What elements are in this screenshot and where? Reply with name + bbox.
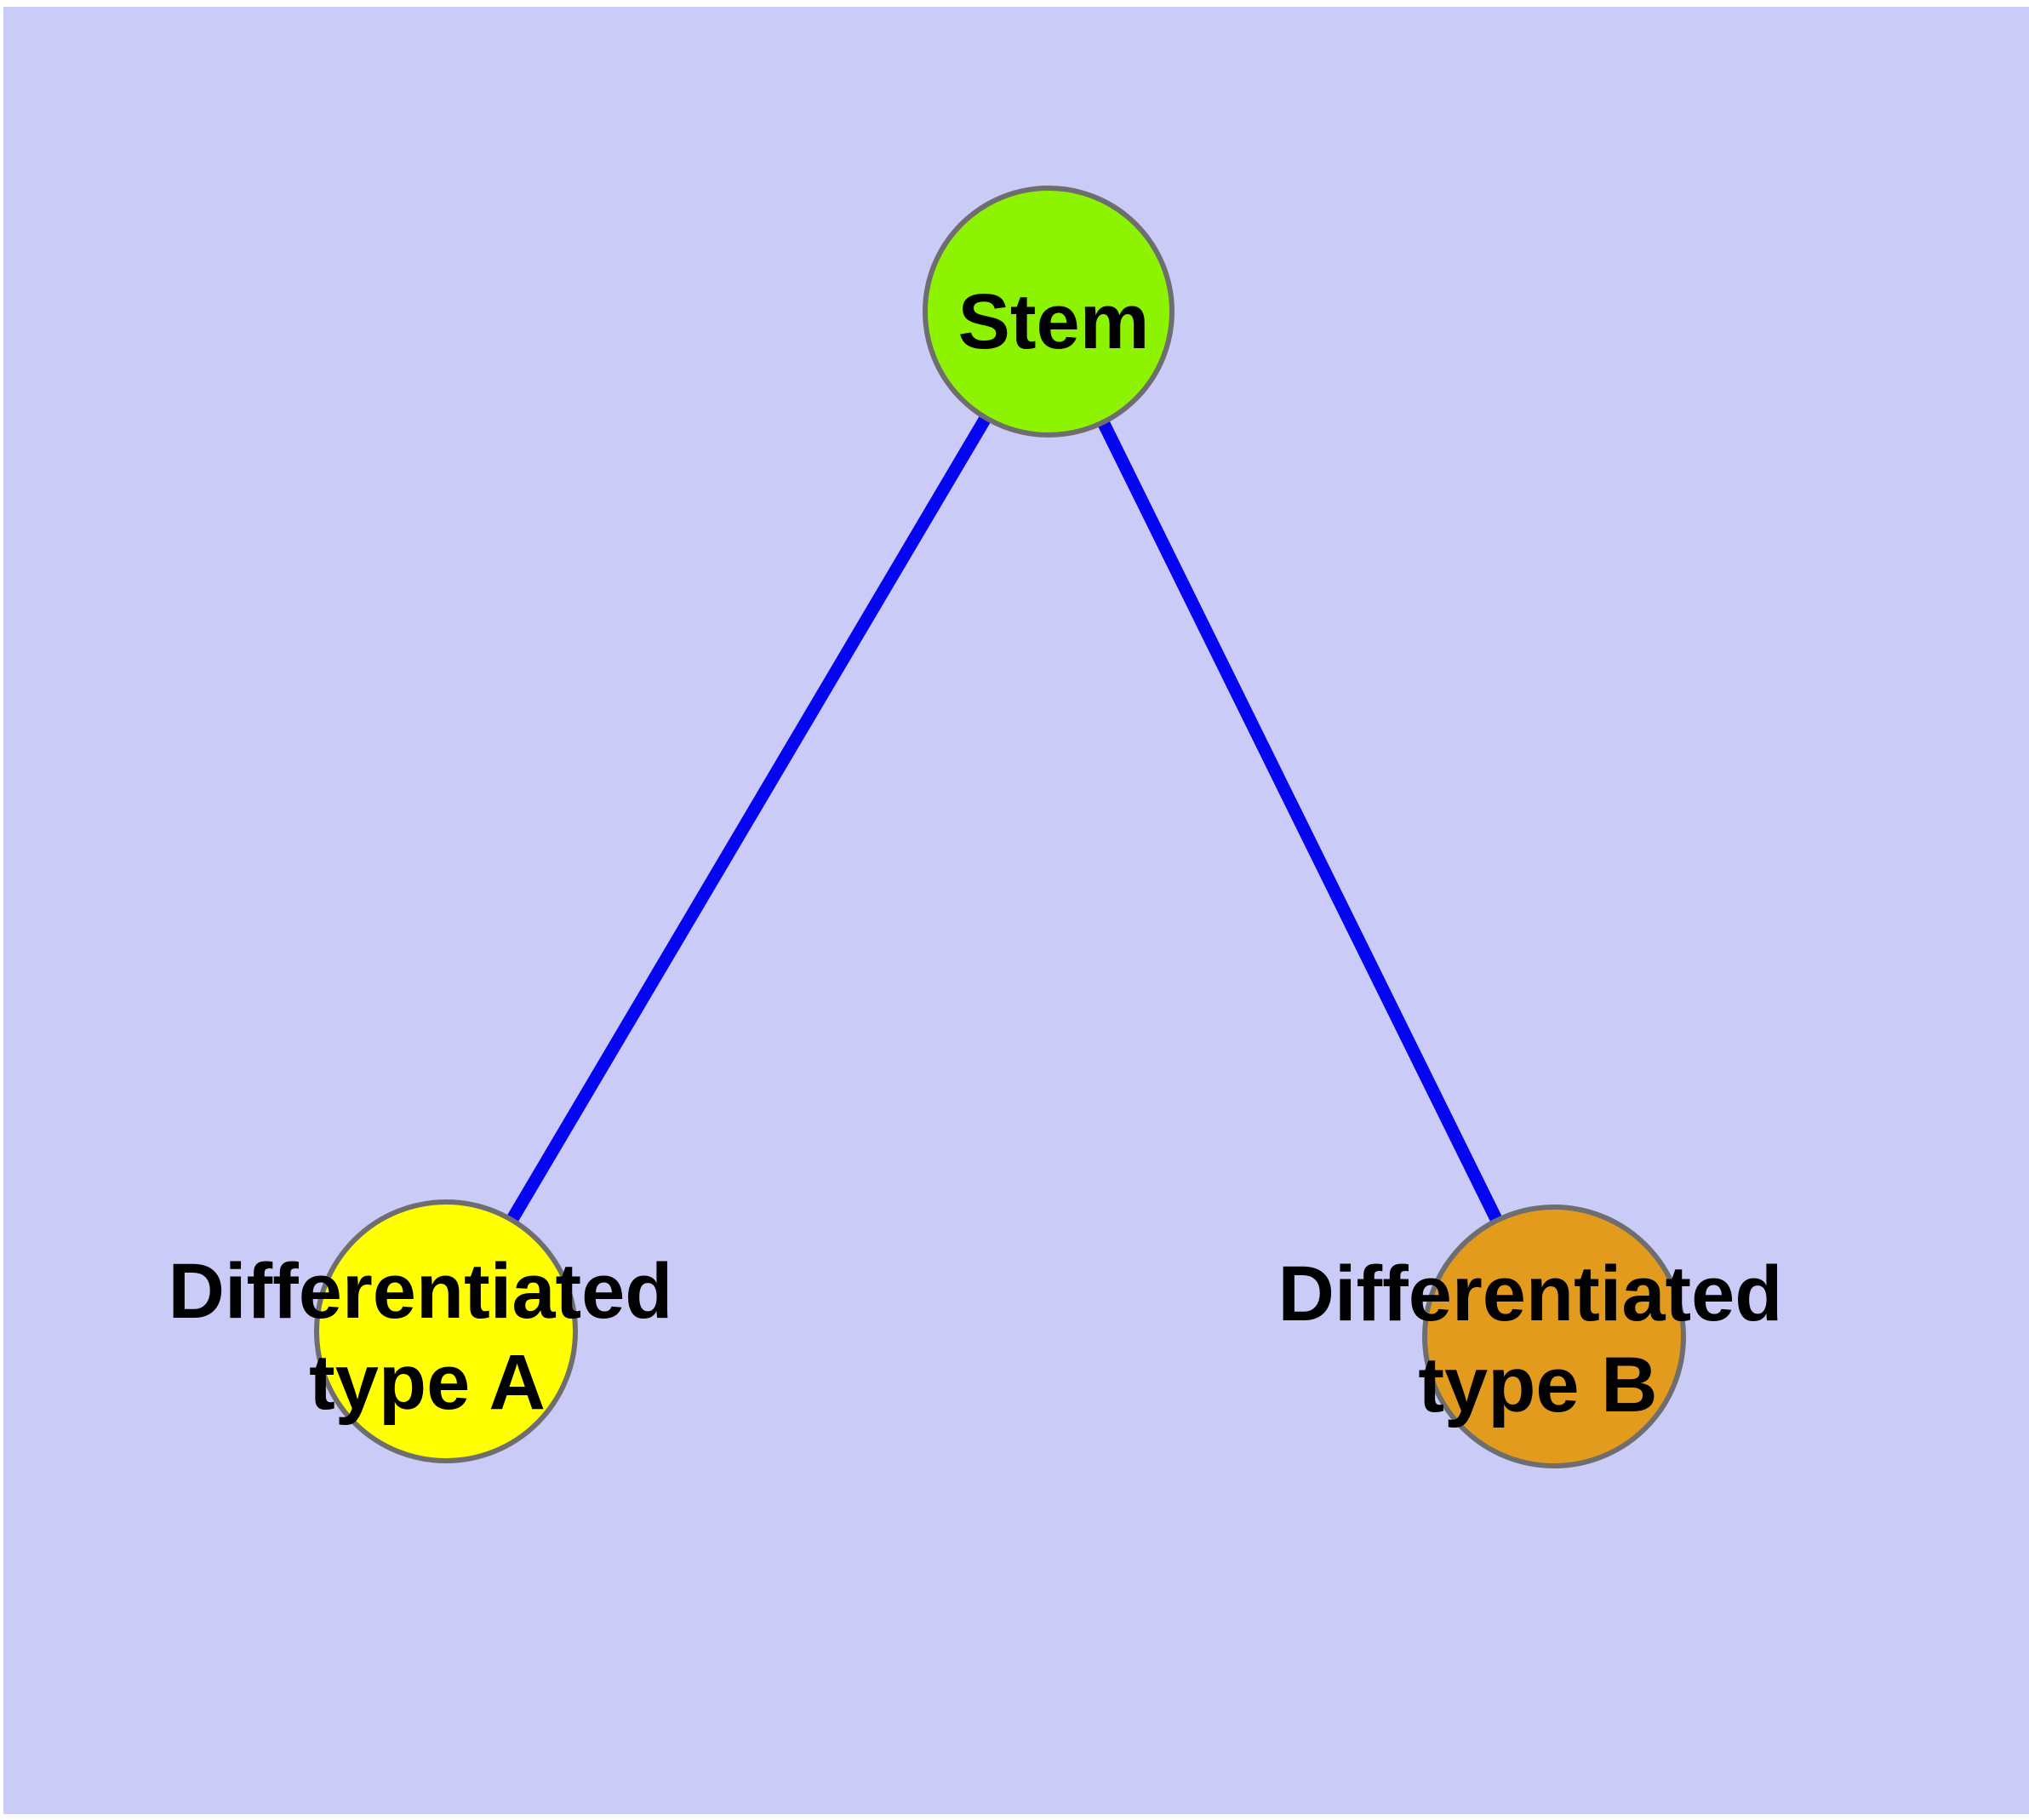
node-stem [923, 186, 1175, 438]
edge-stem-to-type-b [1043, 308, 1560, 1340]
node-type-a-label-line-2: type A [309, 1339, 546, 1426]
edge-stem-to-type-a [440, 308, 1055, 1335]
node-type-b-label-line-1: Differentiated [1278, 1251, 1783, 1337]
node-type-a-label-line-1: Differentiated [169, 1248, 673, 1335]
node-stem-label: Stem [958, 278, 1150, 365]
node-differentiated-type-b [1422, 1205, 1686, 1468]
node-type-b-label-line-2: type B [1418, 1342, 1657, 1428]
node-differentiated-type-a [314, 1199, 578, 1463]
